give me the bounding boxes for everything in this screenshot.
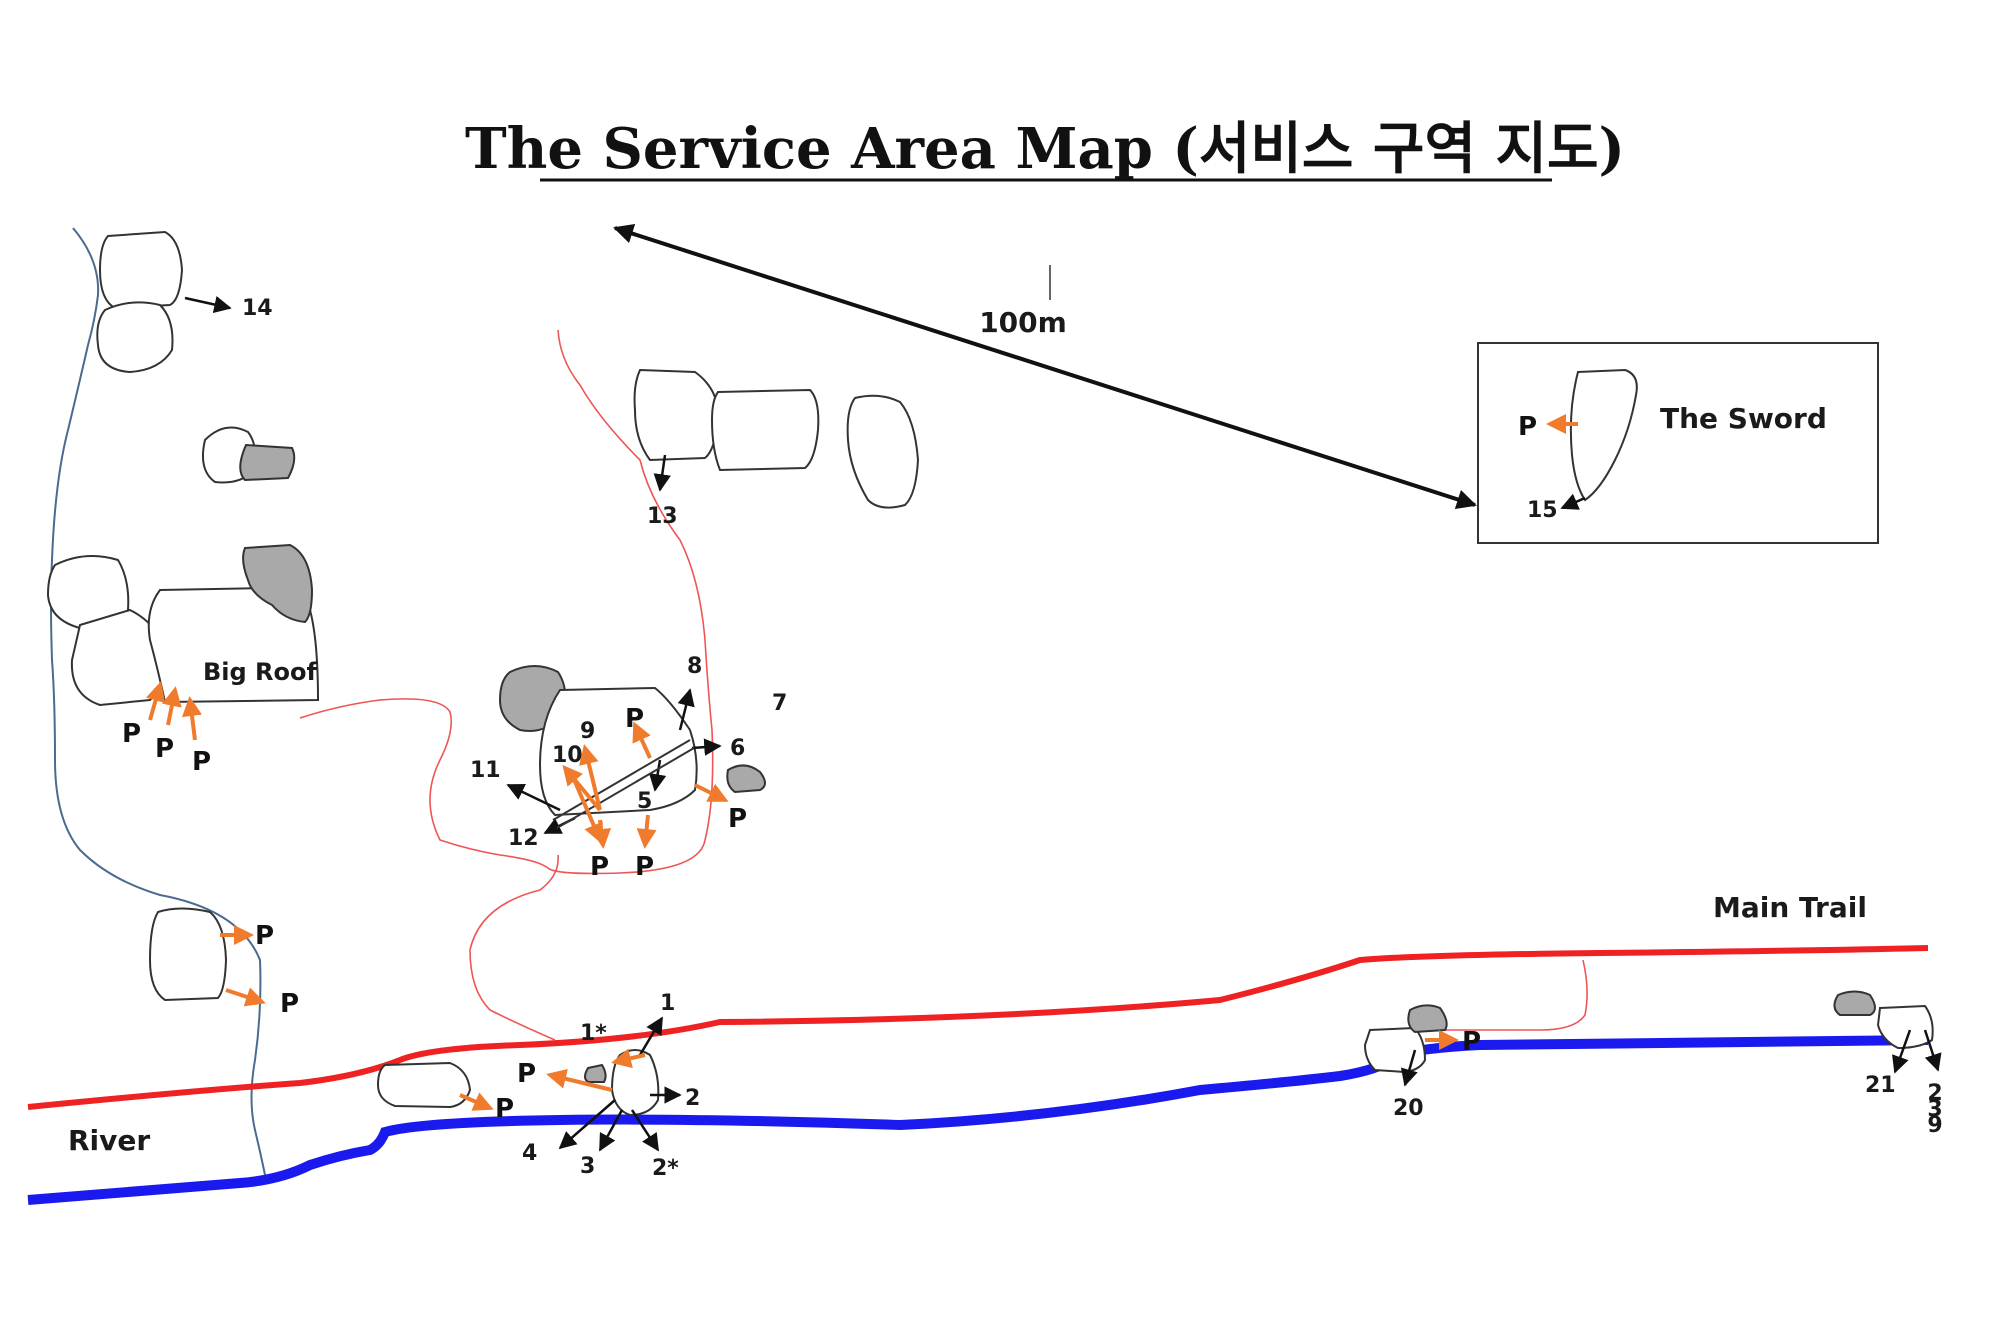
boulder-trail-left [376, 1061, 472, 1109]
route-2: 2 [685, 1086, 700, 1111]
boulder-20-gray [1407, 1004, 1448, 1034]
boulder-top-2 [96, 301, 174, 374]
parking-20: P [1462, 1027, 1481, 1057]
boulder-big-roof-gray [242, 543, 314, 624]
parking-sword: P [1518, 412, 1537, 442]
big-roof-label: Big Roof [203, 658, 318, 686]
access-path-upper [299, 329, 714, 875]
route-3: 3 [580, 1154, 595, 1179]
parking-trail-left: P [495, 1094, 514, 1124]
route-13-arrow [653, 454, 671, 492]
orange-arrow-trail-left [459, 1092, 494, 1111]
route-4-arrow [558, 1099, 616, 1150]
parking-bigroof-1: P [122, 719, 141, 749]
route-1-arrow [638, 1016, 664, 1056]
boulder-central-right-gray [726, 764, 766, 794]
orange-arrow-bigroof-1 [145, 681, 166, 721]
route-20: 20 [1393, 1096, 1424, 1121]
orange-arrow-p-top [632, 721, 652, 759]
route-1-star: 1* [580, 1021, 607, 1046]
orange-arrow-bigroof-2 [162, 686, 182, 726]
route-9: 9 [580, 719, 595, 744]
route-2s-arrow [630, 1109, 660, 1152]
sword-label: The Sword [1660, 402, 1827, 435]
access-path-right [1445, 959, 1588, 1031]
route-4: 4 [522, 1141, 537, 1166]
sword-boulder [1569, 368, 1638, 502]
route-21: 21 [1865, 1073, 1896, 1098]
route-10: 10 [552, 743, 583, 768]
route-1: 1 [660, 991, 675, 1016]
route-20-arrow [1400, 1049, 1418, 1087]
orange-arrow-bigroof-3 [182, 696, 202, 741]
scale-label: 100m [979, 306, 1067, 339]
route-13: 13 [647, 504, 678, 529]
route-21-arrow [1892, 1029, 1912, 1074]
route-14-arrow [184, 296, 232, 314]
boulder-20 [1363, 1026, 1427, 1074]
orange-arrow-p1 [591, 819, 612, 849]
stream [50, 227, 266, 1176]
orange-arrow-stream-2 [225, 987, 266, 1007]
route-239-arrow [1923, 1029, 1942, 1072]
route-8-arrow [677, 688, 695, 731]
boulder-mid-1-gray [239, 443, 296, 482]
parking-bigroof-2: P [155, 734, 174, 764]
map-title: The Service Area Map (서비스 구역 지도) [465, 116, 1625, 182]
route-11: 11 [470, 758, 501, 783]
orange-arrow-trail-center-2 [611, 1048, 646, 1069]
route-2-star: 2* [652, 1156, 679, 1181]
orange-arrow-trail-center-1 [546, 1069, 613, 1092]
parking-stream-2: P [280, 989, 299, 1019]
route-3-arrow [598, 1109, 624, 1152]
boulder-13-b [710, 388, 820, 472]
route-15: 15 [1527, 498, 1558, 523]
main-trail-label: Main Trail [1713, 891, 1867, 924]
boulder-21-gray [1833, 990, 1876, 1016]
boulder-stream-lower [148, 907, 228, 1002]
main-trail [27, 945, 1929, 1110]
orange-arrow-p2 [636, 814, 657, 849]
route-12: 12 [508, 826, 539, 851]
boulder-top-1 [98, 230, 184, 310]
boulder-21 [1876, 1004, 1934, 1050]
boulder-13-c [846, 394, 920, 509]
route-15-arrow [1560, 493, 1586, 510]
route-11-arrow [506, 783, 561, 812]
route-5-arrow [648, 759, 667, 792]
orange-arrow-9 [579, 744, 602, 811]
boulder-13-a [633, 368, 720, 462]
river [27, 1035, 1929, 1205]
parking-central-bottom-1: P [590, 852, 609, 882]
route-6-arrow [691, 738, 722, 756]
parking-stream-1: P [255, 921, 274, 951]
route-14: 14 [242, 296, 273, 321]
river-label: River [68, 1124, 150, 1157]
parking-trail-center: P [517, 1059, 536, 1089]
parking-bigroof-3: P [192, 747, 211, 777]
route-5: 5 [637, 789, 652, 814]
scale-arrow [613, 224, 1477, 509]
boulder-trail-center-gray [584, 1063, 607, 1083]
the-sword-inset [1477, 342, 1879, 544]
route-traverse-bar [552, 739, 695, 829]
parking-central-bottom-2: P [635, 852, 654, 882]
route-8: 8 [687, 654, 702, 679]
route-6: 6 [730, 736, 745, 761]
parking-central-right: P [728, 804, 747, 834]
access-path-lower [469, 854, 559, 1041]
route-7: 7 [772, 691, 787, 716]
orange-arrow-p-right [694, 783, 729, 802]
parking-central-top: P [625, 704, 644, 734]
